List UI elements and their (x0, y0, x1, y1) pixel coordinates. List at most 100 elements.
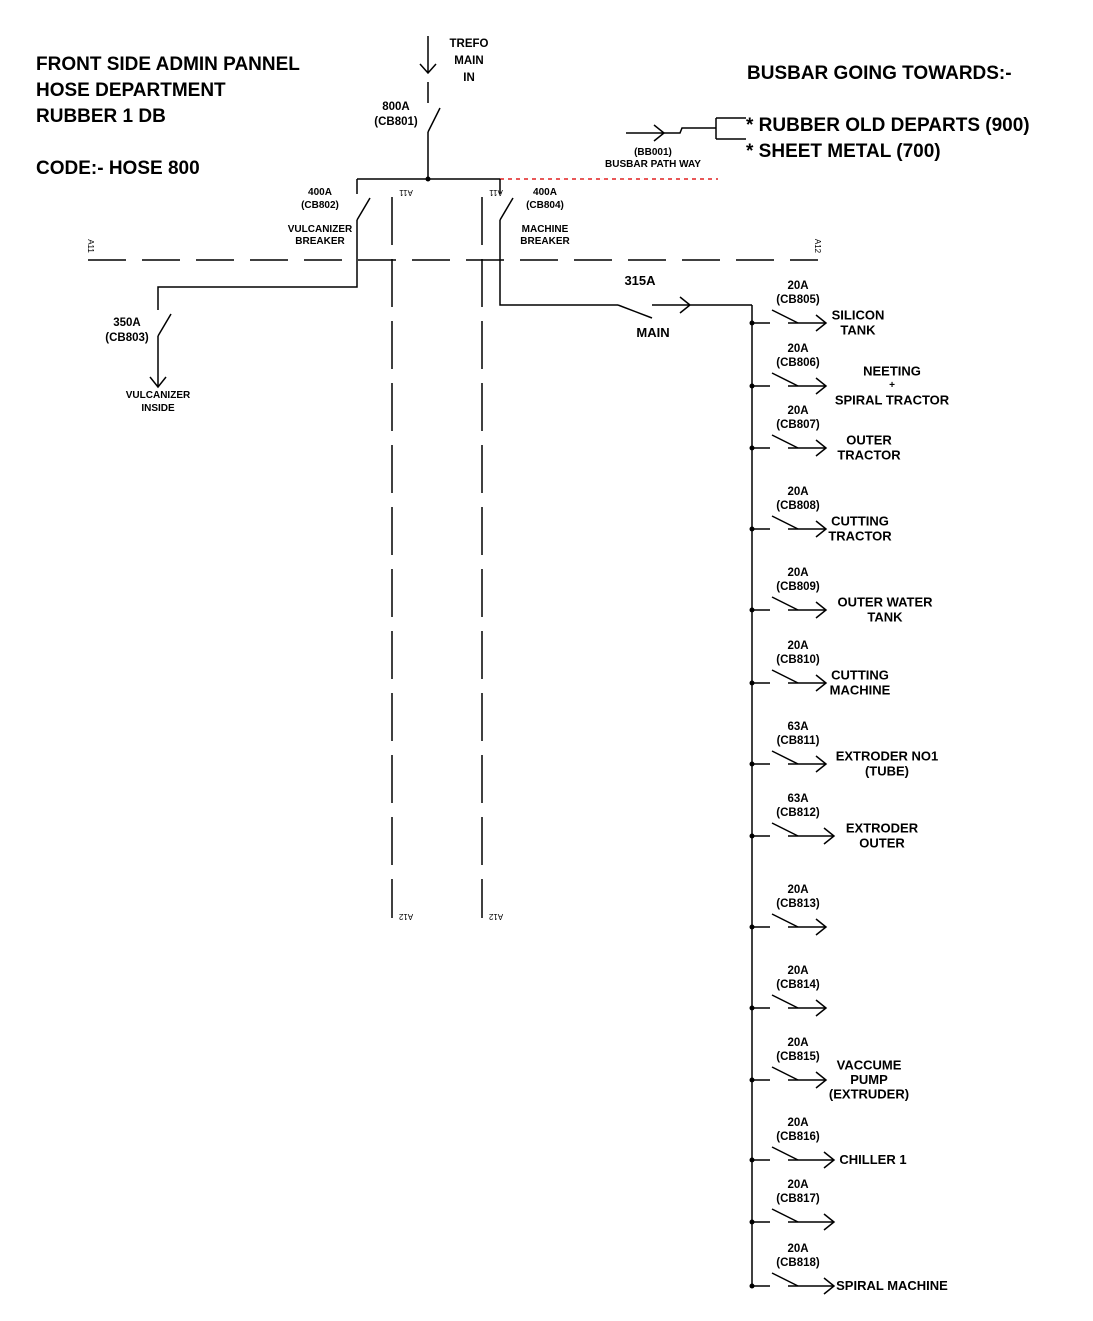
feeder-load-name: OUTER (846, 433, 892, 448)
title-line-1: FRONT SIDE ADMIN PANNEL (36, 54, 300, 75)
feeder-rating: 63A (787, 793, 808, 805)
feeder-breaker-blade (771, 913, 799, 928)
incomer-code: (CB801) (374, 116, 418, 128)
incomer-source-line-3: IN (463, 72, 475, 84)
vulcanizer-breaker-name-1: VULCANIZER (288, 224, 353, 235)
busbar-path-bracket (664, 117, 746, 140)
feeder-rating: 20A (787, 1243, 808, 1255)
section-tag-right: A12 (813, 239, 822, 254)
machine-breaker-rating: 400A (533, 187, 557, 198)
feeder-load-name: EXTRODER NO1 (836, 749, 939, 764)
feeder-load-name: CUTTING (831, 514, 889, 529)
feeder-breaker-blade (771, 994, 799, 1009)
feeder-2: 20A(CB806)NEETING+SPIRAL TRACTOR (749, 343, 950, 408)
machine-breaker-blade (499, 197, 514, 221)
feeder-load-name: TANK (840, 323, 876, 338)
busbar-towards-heading: BUSBAR GOING TOWARDS:- (747, 63, 1012, 84)
vulcanizer-inside-rating: 350A (113, 317, 141, 329)
feeder-breaker-blade (771, 822, 799, 837)
main-switch-rating: 315A (624, 273, 656, 288)
feeder-load-name: CHILLER 1 (839, 1152, 906, 1167)
feeder-rating: 20A (787, 1037, 808, 1049)
feeder-rating: 20A (787, 1179, 808, 1191)
feeder-arrow-icon (788, 439, 828, 457)
feeder-rating: 63A (787, 721, 808, 733)
feeder-rating: 20A (787, 884, 808, 896)
vulcanizer-inside-name-1: VULCANIZER (126, 390, 191, 401)
incomer-source-line-1: TREFO (450, 38, 489, 50)
feeder-load-name: TRACTOR (828, 529, 892, 544)
machine-breaker-code: (CB804) (526, 200, 564, 211)
feeder-9: 20A(CB813) (749, 884, 828, 936)
vulcanizer-breaker-rating: 400A (308, 187, 332, 198)
feeder-load-name: (TUBE) (865, 764, 909, 779)
feeder-code: (CB817) (776, 1193, 820, 1205)
feeder-breaker-blade (771, 1208, 799, 1223)
busbar-path-arrow-icon (626, 124, 666, 142)
feeder-load-name: (EXTRUDER) (829, 1087, 909, 1102)
busbar-destination-1: * RUBBER OLD DEPARTS (900) (746, 115, 1030, 136)
section-lines: A11 A12 A11 A11 A12 A12 (86, 188, 822, 921)
vulcanizer-breaker: 400A (CB802) VULCANIZER BREAKER (157, 179, 371, 300)
feeder-load-name: OUTER (859, 836, 905, 851)
feeder-rating: 20A (787, 567, 808, 579)
busbar-path-way: (BB001) BUSBAR PATH WAY (605, 117, 746, 170)
feeder-rating: 20A (787, 343, 808, 355)
feeder-load-name: + (889, 380, 895, 391)
feeder-breaker-blade (771, 750, 799, 765)
feeder-arrow-icon (788, 314, 828, 332)
feeder-breaker-blade (771, 434, 799, 449)
main-switch-name: MAIN (636, 325, 669, 340)
title-line-2: HOSE DEPARTMENT (36, 80, 226, 101)
feeder-rating: 20A (787, 1117, 808, 1129)
feeder-load-name: NEETING (863, 364, 921, 379)
machine-breaker: 400A (CB804) MACHINE BREAKER (499, 179, 618, 306)
feeder-load-name: TANK (867, 610, 903, 625)
feeder-breaker-blade (771, 372, 799, 387)
feeder-load-name: VACCUME (837, 1058, 902, 1073)
feeder-code: (CB812) (776, 807, 820, 819)
section-tag-top-a: A11 (399, 188, 413, 197)
feeder-breaker-blade (771, 515, 799, 530)
feeder-code: (CB805) (776, 294, 820, 306)
vulcanizer-inside-code: (CB803) (105, 332, 149, 344)
feeder-rating: 20A (787, 486, 808, 498)
feeder-arrow-icon (788, 520, 828, 538)
feeder-arrow-icon (788, 1071, 828, 1089)
section-tag-top-b: A11 (489, 188, 503, 197)
feeder-group: 20A(CB805)SILICONTANK20A(CB806)NEETING+S… (749, 280, 950, 1295)
feeder-rating: 20A (787, 640, 808, 652)
feeder-12: 20A (CB816) CHILLER 1 (749, 1117, 907, 1169)
feeder-load-name: MACHINE (830, 683, 891, 698)
feeder-arrow-icon (788, 918, 828, 936)
incomer-breaker-blade (427, 107, 441, 133)
feeder-load-name: SPIRAL MACHINE (836, 1278, 948, 1293)
feeder-breaker-blade (771, 309, 799, 324)
feeder-arrow-icon (788, 1213, 836, 1231)
feeder-load-name: PUMP (850, 1072, 888, 1087)
feeder-load-name: OUTER WATER (837, 595, 933, 610)
feeder-10: 20A(CB814) (749, 965, 828, 1017)
feeder-arrow-icon (788, 377, 828, 395)
incomer-source-line-2: MAIN (454, 55, 483, 67)
feeder-load-name: EXTRODER (846, 821, 919, 836)
section-tag-bottom-b: A12 (488, 912, 503, 921)
feeder-code: (CB808) (776, 500, 820, 512)
feeder-7: 63A(CB811)EXTRODER NO1(TUBE) (749, 721, 939, 779)
busbar-towards-block: BUSBAR GOING TOWARDS:- * RUBBER OLD DEPA… (746, 63, 1030, 162)
feeder-13: 20A (CB817) (749, 1179, 836, 1231)
feeder-rating: 20A (787, 280, 808, 292)
busbar-path-code: (BB001) (634, 147, 672, 158)
feeder-code: (CB818) (776, 1257, 820, 1269)
feeder-14: 20A (CB818) SPIRAL MACHINE (749, 1243, 948, 1295)
feeder-code: (CB816) (776, 1131, 820, 1143)
main-switch-blade (617, 304, 653, 319)
vulcanizer-inside-feeder: 350A (CB803) VULCANIZER INSIDE (105, 300, 191, 414)
vulcanizer-breaker-name-2: BREAKER (295, 236, 345, 247)
